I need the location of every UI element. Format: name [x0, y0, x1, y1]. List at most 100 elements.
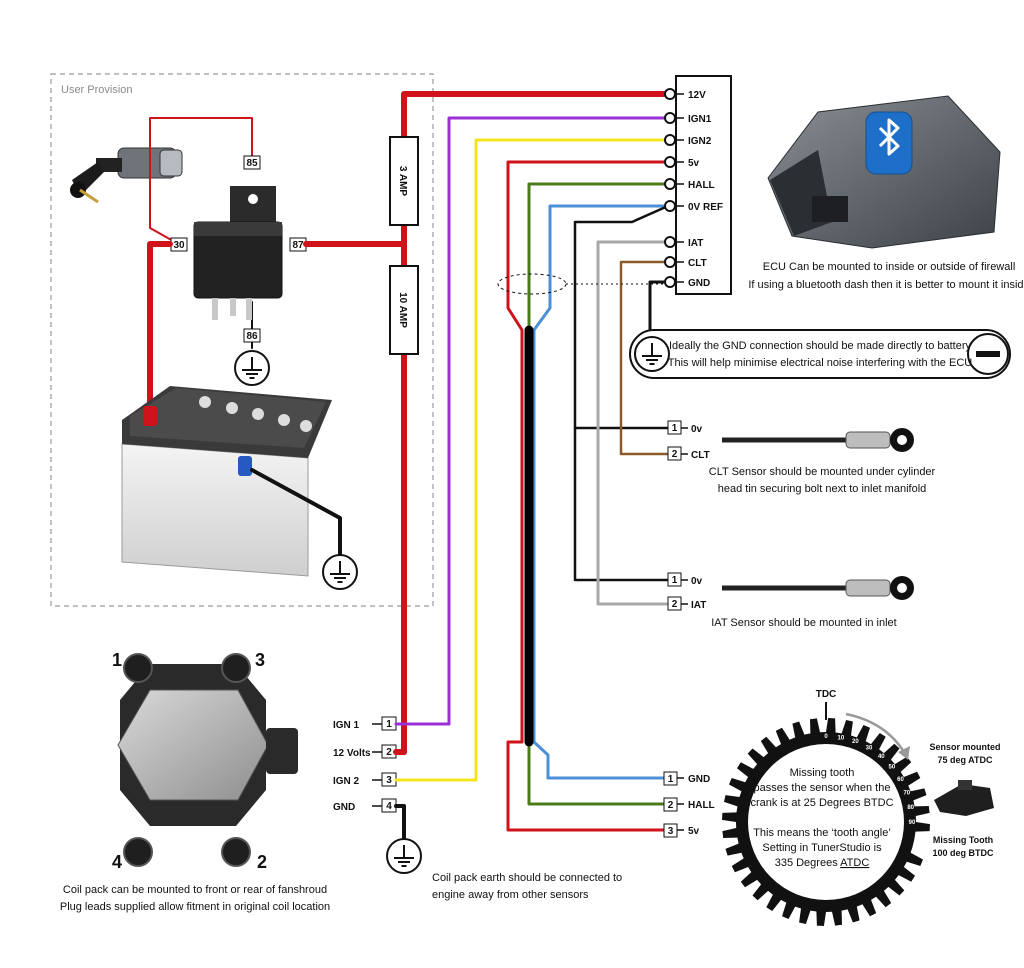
coil-note-line1: Coil pack can be mounted to front or rea… [63, 884, 327, 896]
coil-corner-2: 2 [257, 852, 267, 872]
user-provision-box [50, 73, 434, 607]
ecu-pin-label: 12V [688, 90, 706, 101]
svg-text:1: 1 [668, 774, 674, 785]
coil-earth-note-line2: engine away from other sensors [432, 889, 589, 901]
ecu-pin-dot [664, 112, 676, 124]
clt-note-line1: CLT Sensor should be mounted under cylin… [709, 466, 936, 478]
iat-pin-1: 1 0v [667, 572, 703, 587]
wheel-tdc-label: TDC [816, 689, 837, 700]
ecu-pin-dot [664, 88, 676, 100]
coil-pin-1: IGN 1 1 [333, 716, 397, 731]
coil-ground-icon [386, 838, 422, 874]
coil-pin-2: 12 Volts 2 [333, 744, 397, 759]
ecu-pin-dot [664, 236, 676, 248]
svg-text:85: 85 [246, 158, 258, 169]
svg-text:GND: GND [333, 802, 355, 813]
ecu-pin-label: 5v [688, 158, 700, 169]
svg-text:IAT: IAT [691, 600, 706, 611]
svg-text:CLT: CLT [691, 450, 710, 461]
sensor-mounted-angle: 75 deg ATDC [937, 755, 993, 765]
svg-text:5v: 5v [688, 826, 700, 837]
relay-ground-icon [234, 350, 270, 386]
wheel-degree-label: 20 [852, 739, 859, 745]
svg-text:2: 2 [668, 800, 674, 811]
svg-text:2: 2 [386, 747, 392, 758]
wheel-text-line: This means the ‘tooth angle’ [753, 827, 891, 839]
coil-pin-4: GND 4 [333, 798, 397, 813]
wheel-degree-label: 30 [866, 746, 873, 752]
coil-note-line2: Plug leads supplied allow fitment in ori… [60, 901, 330, 913]
svg-text:GND: GND [688, 774, 710, 785]
wheel-degree-label: 60 [897, 777, 904, 783]
svg-text:30: 30 [173, 240, 185, 251]
wheel-degree-label: 40 [878, 754, 885, 760]
ecu-pin-label: IGN1 [688, 114, 712, 125]
ecu-unit-icon [767, 95, 1001, 249]
wheel-text-line: passes the sensor when the [754, 782, 891, 794]
hall-pin-2: 2 HALL [663, 797, 715, 812]
svg-text:HALL: HALL [688, 800, 715, 811]
iat-note: IAT Sensor should be mounted in inlet [711, 617, 897, 629]
ignition-switch-icon [70, 147, 183, 204]
ecu-pin-label: 0V REF [688, 202, 723, 213]
ecu-connector-block [675, 75, 732, 295]
fuse-3-amp: 3 AMP [389, 136, 419, 226]
ecu-pin-label: IGN2 [688, 136, 712, 147]
wheel-degree-label: 10 [838, 735, 845, 741]
svg-text:1: 1 [386, 719, 392, 730]
clt-pin-2: 2 CLT [667, 446, 710, 461]
svg-text:10 AMP: 10 AMP [397, 292, 408, 328]
svg-text:4: 4 [386, 801, 392, 812]
wheel-text-line: crank is at 25 Degrees BTDC [750, 797, 893, 809]
rotation-arrow [845, 712, 906, 753]
wheel-degree-label: 80 [907, 805, 914, 811]
user-provision-label: User Provision [61, 84, 133, 96]
ecu-pin-dot [664, 276, 676, 288]
svg-text:IGN 1: IGN 1 [333, 720, 360, 731]
missing-tooth-label: Missing Tooth [933, 835, 993, 845]
gnd-note-callout [629, 329, 1011, 379]
gnd-note-line2: This will help minimise electrical noise… [668, 357, 973, 369]
relay-pin-30: 30 [170, 237, 188, 252]
svg-text:1: 1 [672, 423, 678, 434]
svg-text:87: 87 [292, 240, 304, 251]
gnd-note-line1: Ideally the GND connection should be mad… [669, 340, 972, 352]
ecu-pin-label: GND [688, 278, 710, 289]
coil-earth-note-line1: Coil pack earth should be connected to [432, 872, 622, 884]
clt-pin-1: 1 0v [667, 420, 703, 435]
ecu-pin-label: CLT [688, 258, 707, 269]
missing-tooth-angle: 100 deg BTDC [932, 848, 994, 858]
atdc-word: ATDC [840, 857, 869, 869]
svg-text:0v: 0v [691, 424, 703, 435]
ecu-note-line1: ECU Can be mounted to inside or outside … [763, 261, 1016, 273]
wheel-degree-label: 90 [909, 820, 916, 826]
wheel-center [748, 744, 904, 900]
trigger-wheel [722, 718, 930, 926]
svg-text:3: 3 [386, 775, 392, 786]
hall-sensor-icon [934, 780, 994, 816]
coil-corner-3: 3 [255, 650, 265, 670]
ecu-pin-label: IAT [688, 238, 703, 249]
svg-text:3: 3 [668, 826, 674, 837]
coil-pack-icon [117, 653, 298, 867]
svg-text:IGN 2: IGN 2 [333, 776, 360, 787]
iat-sensor-icon [722, 576, 914, 600]
battery-ground-icon [322, 554, 358, 590]
ecu-pin-label: HALL [688, 180, 715, 191]
wheel-text-line: Setting in TunerStudio is [762, 842, 882, 854]
svg-text:1: 1 [672, 575, 678, 586]
wheel-degree-label: 70 [903, 791, 910, 797]
ecu-pin-dot [664, 256, 676, 268]
wheel-degree-label: 0 [824, 734, 828, 740]
coil-pin-3: IGN 2 3 [333, 772, 397, 787]
hall-pin-1: 1 GND [663, 771, 710, 786]
hall-pin-3: 3 5v [663, 823, 700, 838]
ecu-pin-dot [664, 134, 676, 146]
battery-icon [121, 386, 332, 577]
svg-text:0v: 0v [691, 576, 703, 587]
iat-pin-2: 2 IAT [667, 596, 706, 611]
